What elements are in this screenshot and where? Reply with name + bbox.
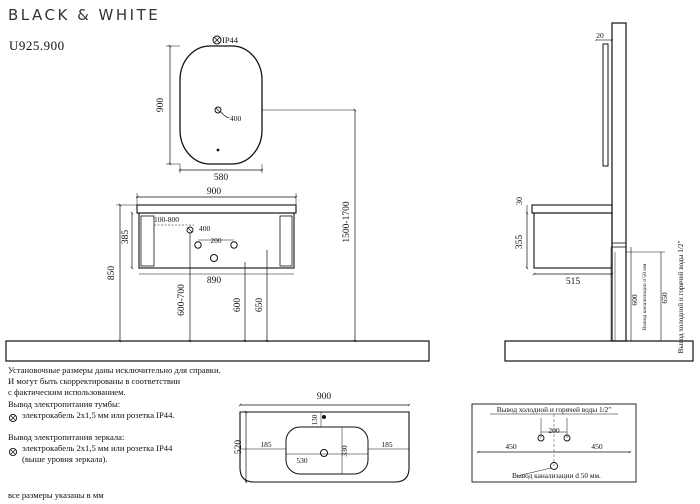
socket-height-range-label: 600-700 — [177, 284, 187, 316]
drain-height-label: 600 — [233, 298, 243, 313]
outlet-drain-label: Вывод канализации d 50 мм. — [512, 471, 601, 480]
detail-hot-outlet — [563, 434, 571, 442]
side-water-height-label: 650 — [660, 292, 669, 304]
drawer-right-panel — [279, 215, 293, 267]
mirror-width-label: 580 — [214, 173, 229, 183]
cold-water-outlet — [194, 241, 202, 249]
drawer-body — [138, 212, 295, 269]
floor-side — [504, 340, 694, 362]
socket-offset-label: 400 — [199, 224, 211, 233]
outlet-spacing-label: 200 — [548, 426, 560, 435]
notes-block: Установочные размеры даны исключительно … — [8, 365, 266, 501]
basin-depth-label: 330 — [340, 445, 349, 457]
detail-drain-outlet — [550, 462, 558, 470]
side-countertop — [531, 204, 613, 214]
cabinet-front: 900 100-800 400 200 890 — [107, 108, 357, 343]
outlet-left-label: 450 — [505, 442, 517, 451]
side-drawer-height-label: 355 — [515, 235, 525, 250]
note-line: Вывод электропитания тумбы: — [8, 398, 121, 409]
drawer-height-label: 385 — [121, 230, 131, 245]
units-note: все размеры указаны в мм — [8, 489, 104, 500]
side-depth-label: 515 — [566, 277, 581, 287]
mirror-front: IP44 400 900 580 — [156, 35, 264, 183]
top-view: 900 130 330 530 185 185 520 — [234, 392, 411, 484]
side-drain-height-label: 600 — [630, 294, 639, 306]
drain-pipe-stub — [611, 242, 627, 248]
drawer-left-panel — [140, 215, 155, 267]
outlet-spacing-label: 200 — [210, 236, 222, 245]
countertop — [136, 204, 297, 214]
note-line: электрокабель 2х1,5 мм или розетка IP44 — [22, 443, 173, 454]
cabinet-bottom-width-label: 890 — [207, 276, 222, 286]
cabinet-socket-icon — [186, 226, 194, 234]
top-right-margin-label: 185 — [381, 440, 393, 449]
mirror-mount-height-label: 1500-1700 — [342, 201, 352, 242]
hot-water-outlet — [230, 241, 238, 249]
mirror-socket-icon — [214, 106, 222, 114]
ip44-icon — [212, 35, 222, 45]
tap-offset-label: 130 — [311, 414, 319, 425]
basin-width-label: 530 — [296, 456, 308, 465]
cabinet-power-icon — [8, 413, 18, 423]
mirror-height-label: 900 — [156, 98, 166, 113]
side-drain-label: Вывод канализации d 50 мм — [642, 263, 648, 330]
cabinet-top-width-label: 900 — [207, 187, 222, 197]
mirror-side — [602, 43, 609, 167]
note-line: (выше уровня зеркала). — [22, 454, 108, 465]
note-line: электрокабель 2х1,5 мм или розетка IP44. — [22, 409, 175, 420]
mirror-outline — [179, 45, 263, 165]
side-view: 20 30 355 515 Вывод канализации d 50 мм … — [515, 22, 685, 354]
basin-drain — [320, 449, 328, 457]
note-line: с фактическим использованием. — [8, 387, 126, 398]
note-line: И могут быть скорректированы в соответст… — [8, 376, 181, 387]
side-top-thickness-label: 30 — [515, 197, 524, 205]
top-width-label: 900 — [317, 392, 332, 402]
mirror-dot — [216, 148, 220, 152]
outlet-water-title: Вывод холодной и горячей воды 1/2" — [497, 405, 612, 414]
top-depth-label: 520 — [234, 440, 244, 455]
mirror-depth-label: 20 — [596, 31, 604, 40]
note-line: Вывод электропитания зеркала: — [8, 432, 125, 443]
water-height-label: 650 — [255, 298, 265, 313]
outlet-right-label: 450 — [591, 442, 603, 451]
side-water-label: Вывод холодной и горячей воды 1/2" — [677, 241, 685, 354]
mirror-ip-label: IP44 — [222, 35, 239, 45]
note-line: Установочные размеры даны исключительно … — [8, 365, 221, 375]
floor-front — [5, 340, 430, 362]
mirror-leader — [220, 111, 231, 119]
countertop-outline — [239, 411, 410, 483]
detail-cold-outlet — [537, 434, 545, 442]
top-left-margin-label: 185 — [260, 440, 272, 449]
mirror-power-icon — [8, 447, 18, 457]
basin-outline — [285, 426, 369, 475]
tap-hole — [322, 415, 326, 419]
model-number: U925.900 — [9, 38, 65, 53]
drain-outlet — [210, 254, 218, 262]
side-drawer — [533, 212, 613, 269]
pipe-range-label: 100-800 — [154, 215, 179, 224]
outlet-detail: Вывод холодной и горячей воды 1/2" 200 4… — [471, 403, 637, 483]
outlet-detail-frame — [471, 403, 637, 483]
total-height-label: 850 — [107, 266, 117, 281]
mirror-socket-offset: 400 — [230, 114, 242, 123]
brand-logo: BLACK & WHITE — [8, 6, 161, 24]
wall — [611, 22, 627, 342]
